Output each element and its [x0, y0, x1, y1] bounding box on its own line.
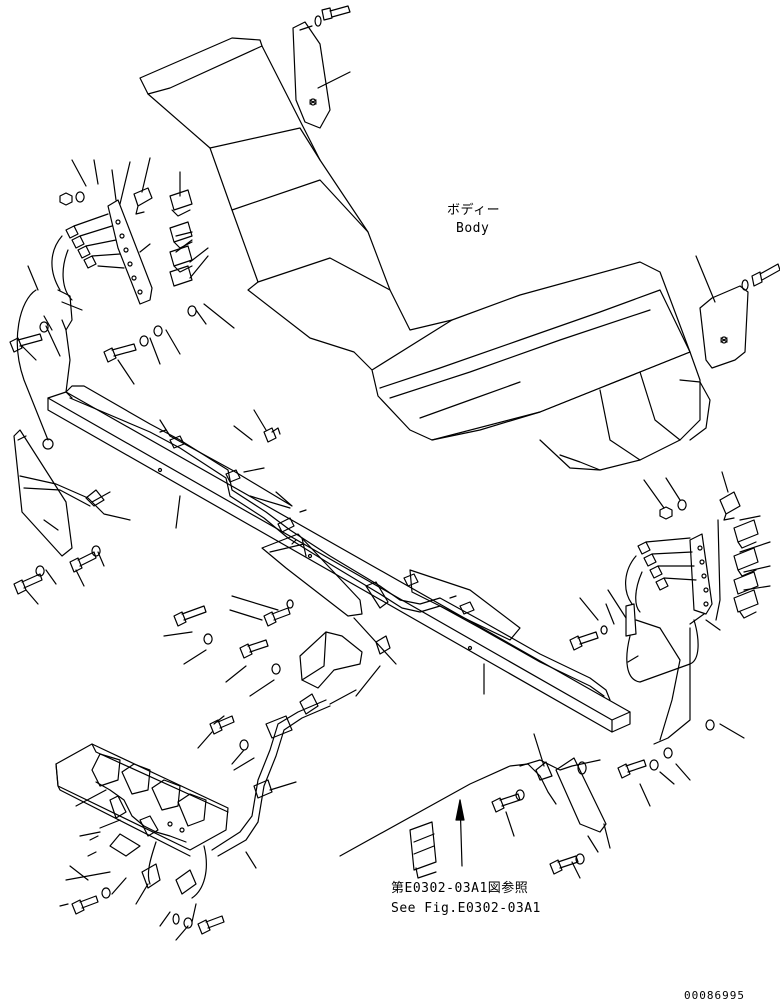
- plate-icon: [13, 429, 73, 557]
- bolt-icon: [69, 551, 97, 573]
- bracket-icon: [107, 199, 153, 305]
- washer-icon: [575, 853, 585, 865]
- bolt-icon: [263, 607, 291, 627]
- washer-icon: [153, 325, 163, 337]
- connector-icon: [65, 213, 125, 269]
- washer-icon: [271, 663, 281, 675]
- bolt-icon: [239, 639, 269, 659]
- bolt-icon: [9, 333, 43, 353]
- bolt-icon: [197, 915, 225, 935]
- bolt-icon: [617, 759, 647, 779]
- washer-icon: [101, 887, 111, 899]
- bolt-icon: [209, 715, 235, 735]
- washer-icon: [677, 499, 687, 511]
- washer-icon: [39, 321, 49, 333]
- bracket-icon: [689, 533, 713, 615]
- fasteners-mid: [163, 409, 294, 697]
- connector-icon: [719, 491, 759, 619]
- nut-icon: [59, 192, 73, 206]
- washer-icon: [91, 545, 101, 557]
- right-plate-group: [695, 255, 780, 369]
- frame-rail: [47, 391, 631, 733]
- wire-harness-rear: [617, 619, 745, 807]
- washer-icon: [649, 759, 659, 771]
- plate-icon: [699, 285, 749, 369]
- washer-icon: [187, 305, 197, 317]
- washer-icon: [314, 15, 322, 27]
- washer-icon: [663, 747, 673, 759]
- right-connector-assembly: [569, 471, 771, 683]
- bolt-icon: [321, 5, 351, 21]
- plate-icon: [292, 21, 331, 129]
- washer-icon: [239, 739, 249, 751]
- drawing-number: 00086995: [684, 989, 745, 1002]
- washer-icon: [705, 719, 715, 731]
- clip-icon: [365, 581, 389, 609]
- leader-lines: [21, 157, 235, 385]
- body-structure: [139, 37, 711, 471]
- bracket-icon: [299, 631, 363, 689]
- bolt-icon: [569, 631, 599, 651]
- washer-icon: [203, 633, 213, 645]
- bolt-icon: [103, 343, 137, 363]
- washer-icon: [286, 599, 294, 609]
- bolt-icon: [751, 263, 780, 287]
- connector-icon: [133, 187, 193, 287]
- bolt-icon: [13, 573, 43, 595]
- nut-icon: [659, 506, 673, 520]
- rear-lamp-group: [339, 733, 611, 879]
- figure-reference-en: See Fig.E0302-03A1: [391, 901, 541, 916]
- washer-icon: [172, 913, 180, 925]
- left-connector-assembly: [9, 187, 197, 450]
- washer-icon: [75, 191, 85, 203]
- figure-reference-jp: 第E0302-03A1図参照: [391, 881, 529, 896]
- wire-harness-lower: [197, 693, 331, 869]
- plate-icon: [555, 757, 607, 833]
- plate-icon: [55, 743, 229, 851]
- washer-icon: [600, 625, 608, 635]
- bracket-icon: [261, 533, 363, 617]
- left-lower-plate: [13, 429, 131, 605]
- bolt-icon: [491, 793, 521, 813]
- wire-harness-upper: [65, 385, 611, 701]
- washer-icon: [577, 761, 587, 775]
- washer-icon: [139, 335, 149, 347]
- bolt-icon: [173, 605, 207, 627]
- bolt-icon: [263, 427, 281, 443]
- connector-icon: [637, 537, 697, 591]
- body-label-jp: ボディー: [447, 203, 501, 218]
- washer-icon: [741, 279, 749, 291]
- bolt-icon: [71, 895, 99, 915]
- upper-plate-group: [292, 5, 351, 129]
- lamp-unit: [409, 821, 437, 879]
- control-panel: [55, 743, 229, 941]
- bolt-icon: [549, 855, 579, 875]
- body-label-en: Body: [456, 221, 490, 236]
- mid-brackets: [261, 533, 397, 705]
- washer-icon: [183, 917, 193, 929]
